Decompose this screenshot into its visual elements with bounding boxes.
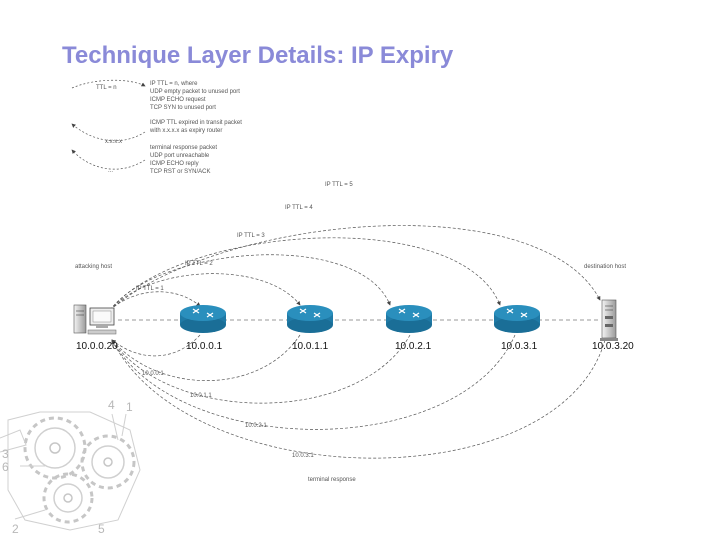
probe-label-ttl5: IP TTL = 5: [325, 182, 353, 188]
legend-dots-label: x.x.x.x: [105, 139, 122, 145]
router-4: 10.0.3.1: [494, 305, 540, 352]
gear-decoration: [0, 411, 141, 531]
router-ip: 10.0.3.1: [501, 341, 538, 352]
probe-arc-ttl5: [109, 225, 601, 311]
router-3: 10.0.2.1: [386, 305, 432, 352]
legend-terminal-line-2: UDP port unreachable: [150, 153, 210, 159]
router-icon: [494, 305, 540, 333]
legend-expiry-line-1: ICMP TTL expired in transit packet: [150, 120, 242, 126]
slide-title: Technique Layer Details: IP Expiry: [62, 42, 454, 69]
legend: TTL = n IP TTL = n, where UDP empty pack…: [71, 79, 242, 175]
reply-label-1: 10.0.0.1: [142, 371, 164, 377]
probe-label-ttl4: IP TTL = 4: [285, 205, 313, 211]
gear-number-3: 3: [2, 447, 9, 461]
reply-arc-1: [111, 334, 201, 357]
legend-terminal-arrow: [71, 149, 146, 170]
router-ip: 10.0.2.1: [395, 341, 432, 352]
gear-number-4: 4: [108, 398, 115, 412]
legend-probe-arrow: [71, 79, 146, 89]
gear-icon: [42, 472, 94, 524]
reply-arc-3: [111, 334, 411, 404]
legend-ttl-label: TTL = n: [96, 85, 117, 91]
server-icon: [600, 299, 618, 341]
reply-arc-4: [111, 334, 516, 430]
attacker-ip: 10.0.0.20: [76, 341, 118, 352]
computer-icon: [73, 304, 117, 335]
reply-arc-2: [111, 334, 301, 381]
attacking-host: attacking host 10.0.0.20: [73, 264, 118, 352]
reply-label-3: 10.0.2.1: [245, 423, 267, 429]
legend-probe-line-3: ICMP ECHO request: [150, 97, 206, 103]
router-icon: [287, 305, 333, 333]
router-ip: 10.0.0.1: [186, 341, 223, 352]
legend-expiry-arrow: [71, 123, 146, 142]
gear-icon: [23, 416, 87, 480]
probe-label-ttl2: IP TTL = 2: [185, 261, 213, 267]
legend-probe-line-2: UDP empty packet to unused port: [150, 89, 240, 95]
terminal-arc: [111, 339, 606, 459]
probe-arc-ttl1: [109, 291, 201, 311]
gear-icon: [80, 434, 136, 490]
legend-probe-line-1: IP TTL = n, where: [150, 81, 198, 87]
probe-label-ttl3: IP TTL = 3: [237, 233, 265, 239]
legend-ellipsis: ...: [108, 168, 113, 174]
reply-label-4: 10.0.3.1: [292, 453, 314, 459]
router-ip: 10.0.1.1: [292, 341, 329, 352]
destination-ip: 10.0.3.20: [592, 341, 634, 352]
legend-probe-line-4: TCP SYN to unused port: [150, 105, 216, 111]
legend-terminal-line-1: terminal response packet: [150, 145, 217, 151]
destination-host-label: destination host: [584, 264, 626, 270]
legend-terminal-line-3: ICMP ECHO reply: [150, 161, 199, 167]
probe-arcs: IP TTL = 5 IP TTL = 4 IP TTL = 3 IP TTL …: [109, 182, 601, 311]
gear-number-2: 2: [12, 522, 19, 536]
router-icon: [180, 305, 226, 333]
gear-number-5: 5: [98, 522, 105, 536]
probe-arc-ttl3: [109, 254, 391, 311]
probe-arc-ttl2: [109, 273, 301, 311]
gear-number-1: 1: [126, 400, 133, 414]
probe-label-ttl1: IP TTL = 1: [136, 286, 164, 292]
probe-arc-ttl4: [109, 237, 501, 311]
legend-expiry-line-2: with x.x.x.x as expiry router: [149, 128, 222, 134]
router-2: 10.0.1.1: [287, 305, 333, 352]
legend-terminal-line-4: TCP RST or SYN/ACK: [150, 169, 210, 175]
reply-label-2: 10.0.1.1: [190, 393, 212, 399]
router-1: 10.0.0.1: [180, 305, 226, 352]
reply-arcs: 10.0.0.1 10.0.1.1 10.0.2.1 10.0.3.1 term…: [111, 334, 606, 483]
terminal-label: terminal response: [308, 477, 356, 483]
attacking-host-label: attacking host: [75, 264, 112, 270]
gear-number-6: 6: [2, 460, 9, 474]
router-icon: [386, 305, 432, 333]
destination-host: destination host 10.0.3.20: [584, 264, 634, 352]
